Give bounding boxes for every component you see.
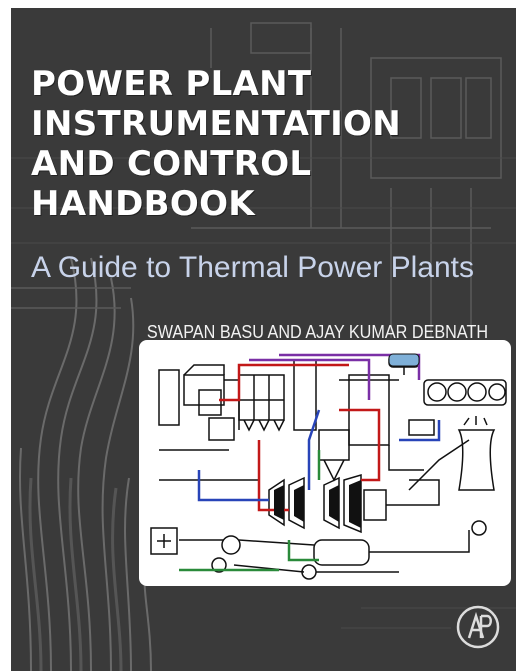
book-authors: SWAPAN BASU AND AJAY KUMAR DEBNATH [146,322,488,342]
title-line: and Control [31,144,312,184]
book-cover: Power Plant Instrumentation and Control … [11,8,516,671]
background-circuit-lines [11,22,516,671]
title-line: Power Plant [31,64,312,104]
book-subtitle: A Guide to Thermal Power Plants [31,251,474,284]
plant-schematic-diagram [139,340,511,586]
publisher-logo [455,604,501,650]
title-line: Handbook [31,184,255,224]
book-title: Power Plant Instrumentation and Control … [31,64,501,224]
title-line: Instrumentation [31,104,402,144]
